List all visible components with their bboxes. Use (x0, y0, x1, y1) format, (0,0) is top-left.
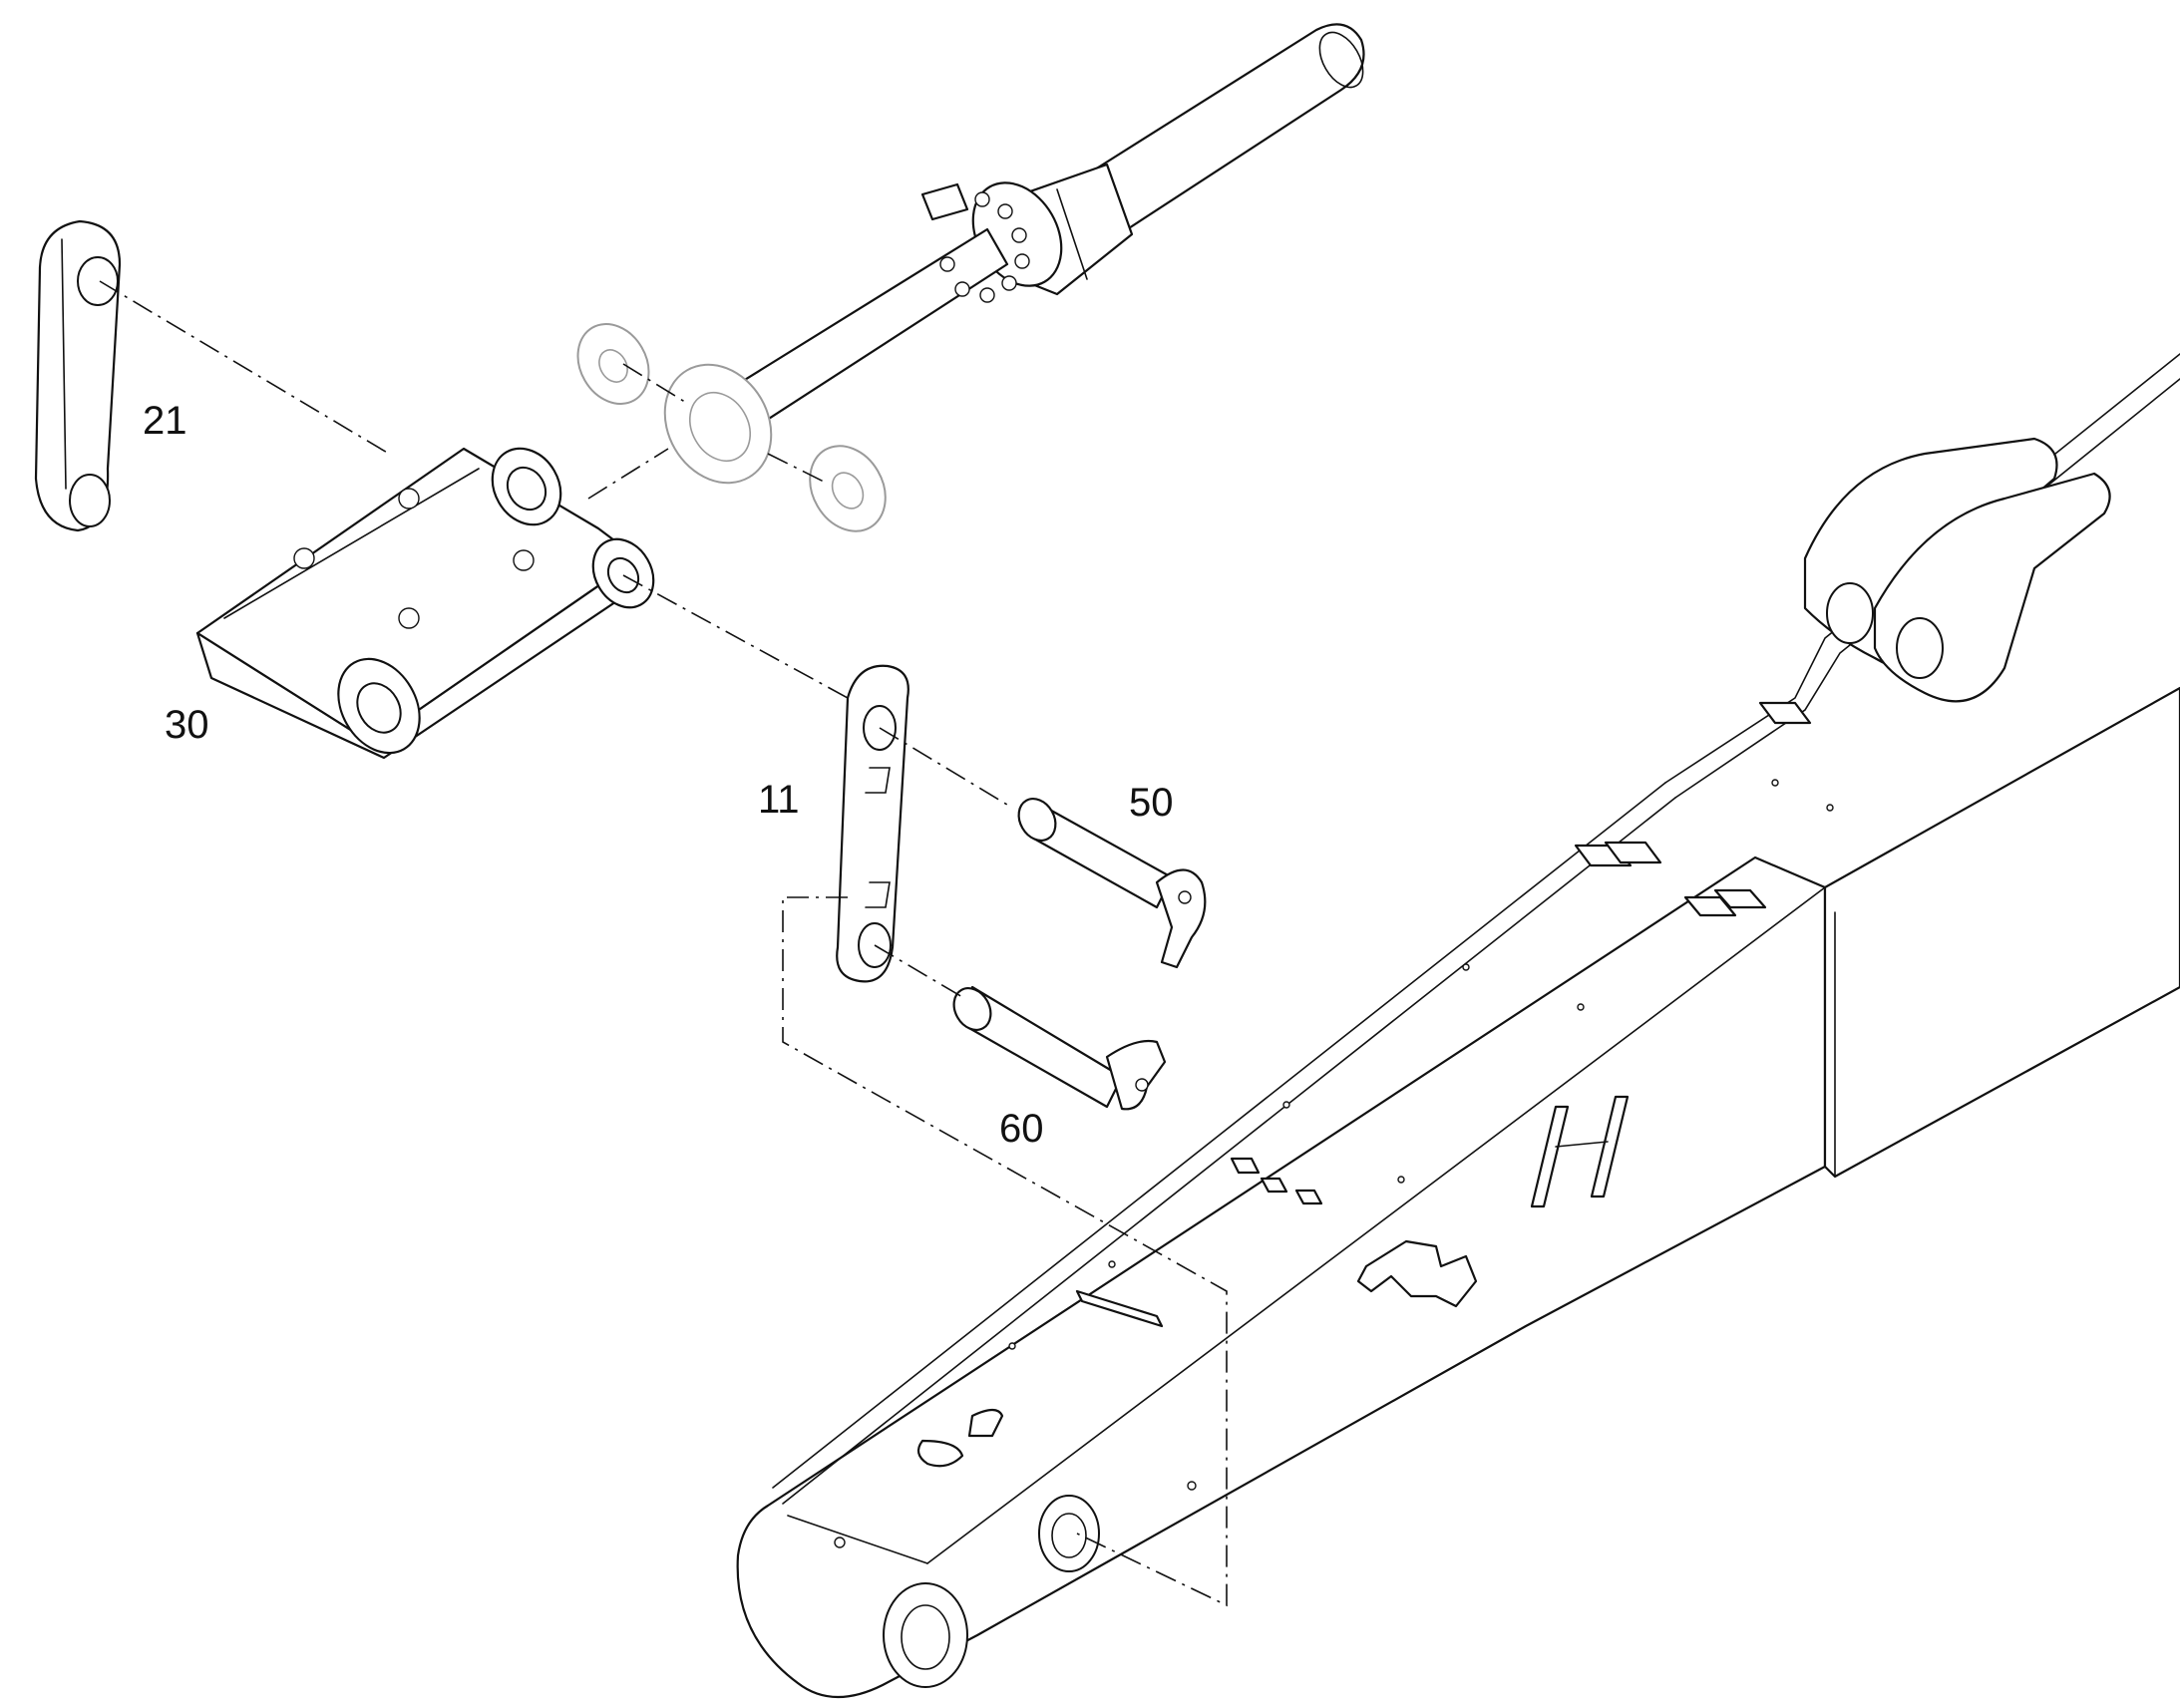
boom-arm (736, 353, 2180, 1699)
cylinder-bolt-ring (939, 191, 1030, 303)
callout-30: 30 (165, 703, 209, 747)
assembly-leader-lines (99, 280, 1228, 1607)
part-30-yoke (195, 447, 655, 760)
part-21-link (34, 219, 122, 532)
part-60-pin (952, 985, 1167, 1111)
callout-11: 11 (758, 778, 800, 822)
callout-60: 60 (999, 1107, 1044, 1151)
callout-50: 50 (1129, 781, 1174, 825)
callout-labels: 21 30 11 50 60 (143, 399, 1174, 1151)
part-11-plate (836, 664, 909, 983)
callout-21: 21 (143, 399, 187, 443)
hydraulic-cylinder (576, 23, 1365, 532)
part-50-pin (1017, 798, 1207, 969)
